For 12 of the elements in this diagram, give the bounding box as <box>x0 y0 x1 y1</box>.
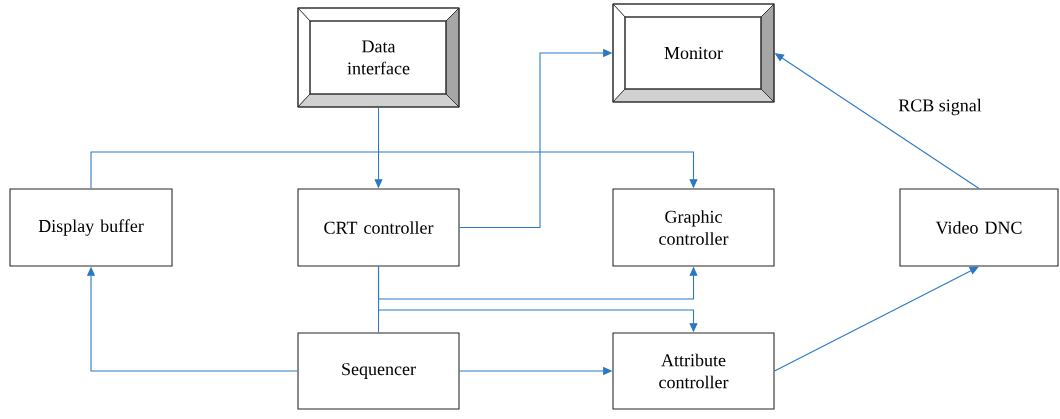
arrow <box>774 266 979 372</box>
process-box: Video DNC <box>899 188 1059 267</box>
process-box: CRT controller <box>297 188 460 267</box>
beveled-box: Monitor <box>612 3 775 103</box>
process-box: Graphic controller <box>612 188 775 267</box>
edge-label: RCB signal <box>896 97 984 117</box>
process-box: Sequencer <box>297 332 460 410</box>
arrow <box>90 151 698 189</box>
beveled-box: Data interface <box>297 7 460 108</box>
process-box: Display buffer <box>9 188 173 267</box>
arrow <box>377 266 698 300</box>
process-box: Attribute controller <box>612 332 775 410</box>
